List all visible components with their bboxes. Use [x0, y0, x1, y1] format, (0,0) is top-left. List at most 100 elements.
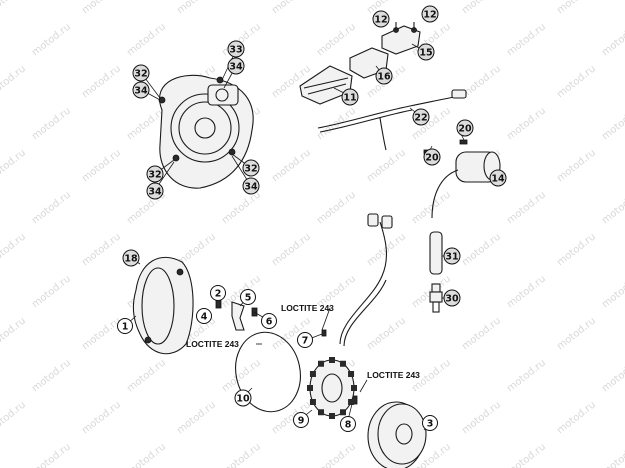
callout-18: 18	[122, 249, 140, 267]
loctite-note-upper: LOCTITE 243	[281, 303, 334, 313]
watermark-text: motod.ru	[315, 441, 358, 468]
watermark-text: motod.ru	[555, 147, 598, 184]
watermark-text: motod.ru	[0, 0, 28, 16]
watermark-text: motod.ru	[80, 147, 123, 184]
watermark-text: motod.ru	[270, 147, 313, 184]
callout-1: 1	[117, 318, 133, 334]
callout-15: 15	[417, 43, 435, 61]
watermark-text: motod.ru	[175, 0, 218, 16]
callout-12-a: 12	[372, 10, 390, 28]
stator-tooth	[309, 371, 316, 377]
callout-34-d: 34	[242, 177, 260, 195]
wiring-harness-part	[317, 89, 467, 151]
svg-text:12: 12	[423, 10, 436, 21]
callout-30: 30	[443, 289, 461, 307]
svg-text:31: 31	[445, 252, 458, 263]
flywheel-rotor-part	[367, 401, 427, 468]
svg-text:33: 33	[229, 45, 242, 56]
watermark-text: motod.ru	[175, 399, 218, 436]
watermark-text: motod.ru	[410, 189, 453, 226]
watermark-text: motod.ru	[30, 21, 73, 58]
svg-text:2: 2	[215, 289, 222, 300]
watermark-text: motod.ru	[30, 105, 73, 142]
watermark-text: motod.ru	[555, 315, 598, 352]
callout-20-a: 20	[456, 119, 474, 137]
watermark-text: motod.ru	[460, 231, 503, 268]
stator-tooth	[329, 357, 335, 363]
watermark-text: motod.ru	[505, 21, 548, 58]
svg-text:5: 5	[245, 293, 252, 304]
svg-text:30: 30	[445, 294, 459, 305]
callout-34-b: 34	[227, 57, 245, 75]
loctite-note-lower: LOCTITE 243	[367, 370, 420, 380]
svg-text:4: 4	[201, 312, 208, 323]
callout-5: 5	[240, 289, 256, 305]
watermark-text: motod.ru	[555, 231, 598, 268]
watermark-text: motod.ru	[0, 315, 28, 352]
generator-housing-part	[132, 256, 194, 355]
stator-tooth	[340, 360, 346, 367]
watermark-text: motod.ru	[600, 21, 625, 58]
svg-text:14: 14	[491, 174, 505, 185]
svg-text:22: 22	[414, 113, 427, 124]
stator-tooth	[348, 399, 355, 405]
spark-plug-cap-part	[429, 231, 443, 275]
watermark-text: motod.ru	[555, 399, 598, 436]
watermark-text: motod.ru	[0, 231, 28, 268]
callout-3: 3	[422, 415, 438, 431]
watermark-text: motod.ru	[600, 105, 625, 142]
watermark-text: motod.ru	[505, 357, 548, 394]
watermark-text: motod.ru	[125, 357, 168, 394]
watermark-text: motod.ru	[125, 21, 168, 58]
callout-32-b: 32	[146, 165, 164, 183]
svg-text:3: 3	[427, 419, 434, 430]
watermark-text: motod.ru	[365, 315, 408, 352]
callout-7: 7	[297, 332, 313, 348]
callout-16: 16	[375, 67, 393, 85]
spark-plug-part	[429, 283, 443, 313]
callout-9: 9	[293, 412, 309, 428]
watermark-text: motod.ru	[365, 147, 408, 184]
stator-tooth	[329, 413, 335, 419]
watermark-text: motod.ru	[505, 189, 548, 226]
callout-10: 10	[234, 389, 252, 407]
callout-8: 8	[340, 416, 356, 432]
svg-text:7: 7	[302, 336, 309, 347]
watermark-text: motod.ru	[315, 189, 358, 226]
svg-text:8: 8	[345, 420, 352, 431]
watermark-text: motod.ru	[600, 189, 625, 226]
stator-tooth	[318, 409, 324, 416]
stator-tooth	[340, 409, 346, 416]
watermark-text: motod.ru	[80, 315, 123, 352]
svg-text:11: 11	[343, 93, 356, 104]
watermark-text: motod.ru	[505, 105, 548, 142]
watermark-text: motod.ru	[220, 189, 263, 226]
o-ring-part	[235, 331, 301, 413]
stator-part	[307, 357, 357, 419]
watermark-text: motod.ru	[80, 231, 123, 268]
stator-cable-part	[339, 213, 393, 347]
callout-4: 4	[196, 308, 212, 324]
svg-text:32: 32	[148, 170, 161, 181]
svg-text:12: 12	[374, 15, 387, 26]
watermark-text: motod.ru	[80, 63, 123, 100]
watermark-text: motod.ru	[505, 273, 548, 310]
watermark-text: motod.ru	[30, 273, 73, 310]
svg-text:1: 1	[122, 322, 129, 333]
watermark-text: motod.ru	[30, 189, 73, 226]
svg-text:32: 32	[134, 69, 147, 80]
callout-6: 6	[261, 313, 277, 329]
watermark-text: motod.ru	[220, 357, 263, 394]
svg-text:6: 6	[266, 317, 273, 328]
watermark-text: motod.ru	[460, 399, 503, 436]
pickup-bracket-part	[231, 301, 245, 331]
callout-34-a: 34	[132, 81, 150, 99]
watermark-text: motod.ru	[600, 441, 625, 468]
watermark-text: motod.ru	[30, 441, 73, 468]
callout-32-c: 32	[242, 159, 260, 177]
svg-text:34: 34	[148, 187, 162, 198]
callout-layer: 1 2 4 5 6 7 8 9 10 3 18 32 34 33 34 32 3…	[117, 5, 507, 432]
ignition-coil-part	[431, 151, 501, 219]
watermark-text: motod.ru	[270, 0, 313, 16]
watermark-text: motod.ru	[315, 21, 358, 58]
